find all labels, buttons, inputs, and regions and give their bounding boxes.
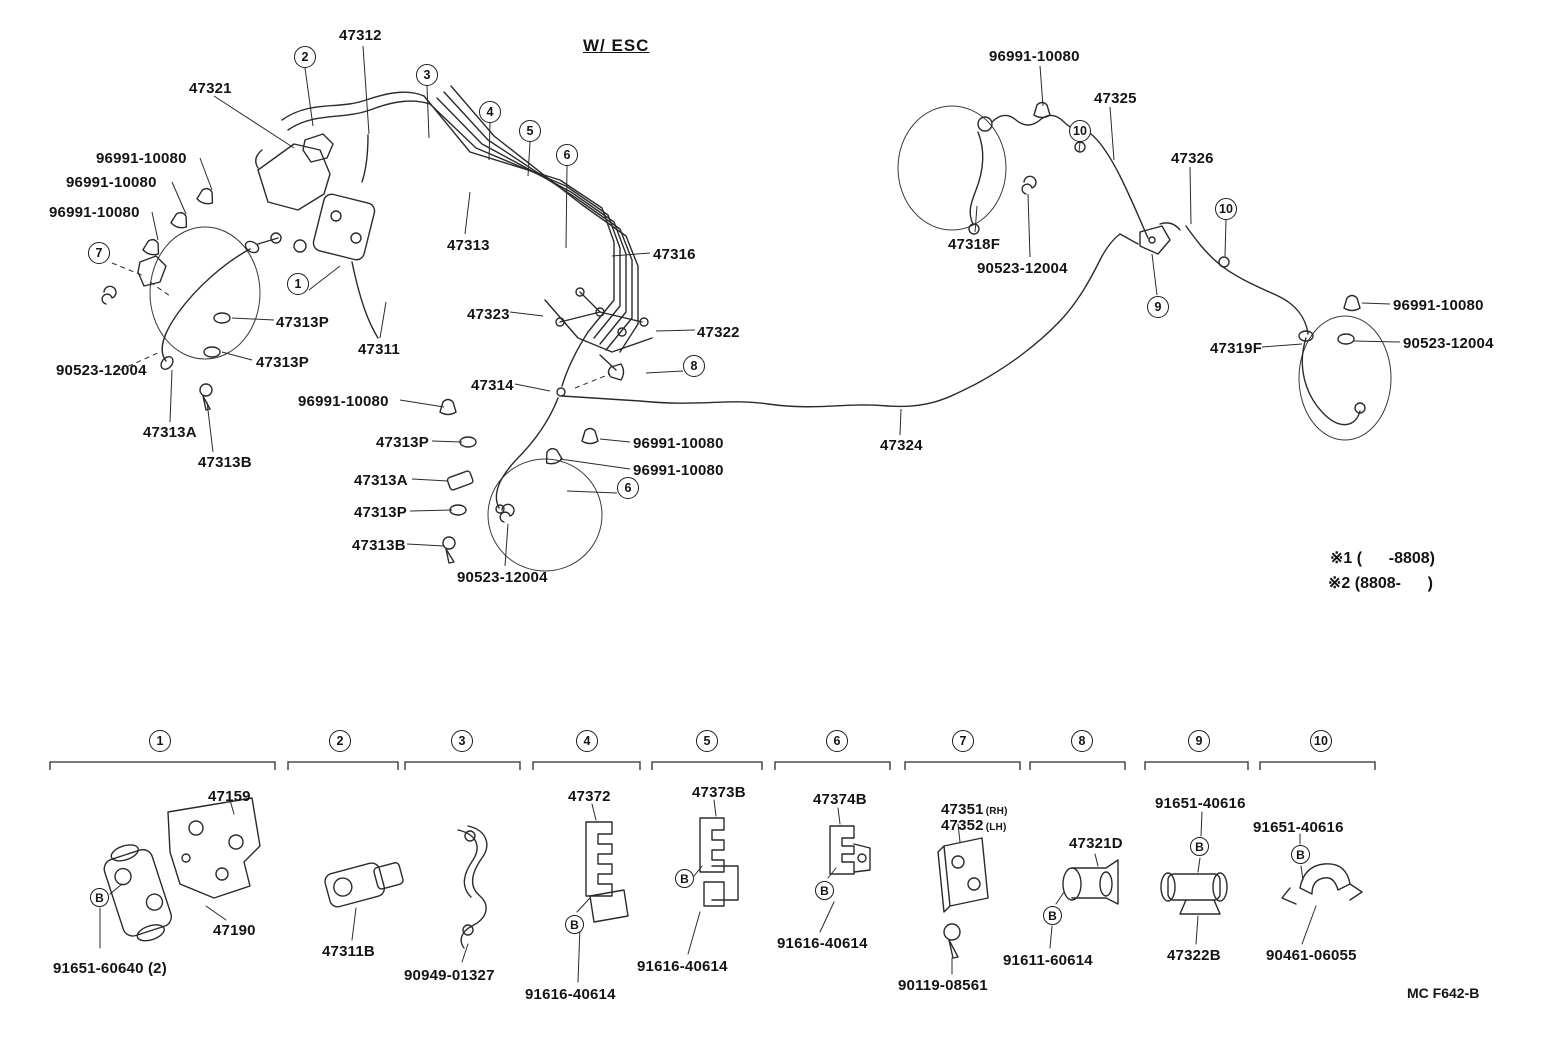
callout-6-top: 6 [556,144,578,166]
label-96991-10080-6: 96991-10080 [633,462,724,479]
label-47351: 47351(RH) [941,801,1008,818]
b-marker-g10: B [1291,845,1310,864]
magnifier-ellipses [149,105,1392,572]
legend-header-4: 4 [576,730,598,752]
label-47324: 47324 [880,437,923,454]
label-47321D: 47321D [1069,835,1123,852]
label-91616-40614-g6: 91616-40614 [777,935,868,952]
label-96991-10080-2: 96991-10080 [66,174,157,191]
label-47352: 47352(LH) [941,817,1007,834]
note-1: ※1 ( -8808) [1330,550,1435,567]
callout-10-left: 10 [1069,120,1091,142]
callout-9: 9 [1147,296,1169,318]
callout-6-bottom: 6 [617,477,639,499]
label-96991-10080-5: 96991-10080 [633,435,724,452]
label-90523-12004-3: 90523-12004 [977,260,1068,277]
label-96991-10080-3: 96991-10080 [49,204,140,221]
b-marker-g1: B [90,888,109,907]
label-47311B: 47311B [322,943,375,960]
legend-header-2: 2 [329,730,351,752]
label-90523-12004-4: 90523-12004 [1403,335,1494,352]
label-47313: 47313 [447,237,490,254]
label-47313P-2: 47313P [256,354,309,371]
label-47313P-3: 47313P [376,434,429,451]
callout-5: 5 [519,120,541,142]
b-marker-g9: B [1190,837,1209,856]
label-47314: 47314 [471,377,514,394]
label-47351-suffix: (RH) [985,806,1008,817]
label-47319F: 47319F [1210,340,1263,357]
callout-3: 3 [416,64,438,86]
label-47313A-2: 47313A [354,472,408,489]
brake-lines [101,85,1366,564]
label-47351-number: 47351 [941,801,984,818]
label-91651-60640: 91651-60640 (2) [53,960,167,977]
label-91651-40616-g10: 91651-40616 [1253,819,1344,836]
b-marker-g8: B [1043,906,1062,925]
leader-lines [111,45,1401,567]
legend-header-1: 1 [149,730,171,752]
label-47326: 47326 [1171,150,1214,167]
b-marker-g5: B [675,869,694,888]
legend-header-7: 7 [952,730,974,752]
diagram-title: W/ ESC [583,36,650,55]
label-96991-10080-7: 96991-10080 [989,48,1080,65]
label-47190: 47190 [213,922,256,939]
label-96991-10080-1: 96991-10080 [96,150,187,167]
label-47312: 47312 [339,27,382,44]
note-2: ※2 (8808- ) [1328,575,1433,592]
label-47313A-1: 47313A [143,424,197,441]
label-91616-40614-g5: 91616-40614 [637,958,728,975]
legend-header-10: 10 [1310,730,1332,752]
label-47311: 47311 [358,341,400,358]
label-47352-suffix: (LH) [985,822,1007,833]
label-90949-01327: 90949-01327 [404,967,495,984]
label-90119-08561: 90119-08561 [898,977,988,994]
callout-8: 8 [683,355,705,377]
label-90523-12004-2: 90523-12004 [457,569,548,586]
legend-header-5: 5 [696,730,718,752]
legend-icons [99,797,1363,983]
label-91616-40614-g4: 91616-40614 [525,986,616,1003]
callout-10-right: 10 [1215,198,1237,220]
label-47318F: 47318F [948,236,1001,253]
label-90523-12004-1: 90523-12004 [56,362,147,379]
b-marker-g6: B [815,881,834,900]
label-47352-number: 47352 [941,817,984,834]
legend-header-6: 6 [826,730,848,752]
label-47325: 47325 [1094,90,1137,107]
legend-header-3: 3 [451,730,473,752]
label-47374B: 47374B [813,791,867,808]
label-47372: 47372 [568,788,611,805]
legend-header-9: 9 [1188,730,1210,752]
label-47373B: 47373B [692,784,746,801]
label-47322B: 47322B [1167,947,1221,964]
label-47321: 47321 [189,80,232,97]
callout-4: 4 [479,101,501,123]
label-47313B-2: 47313B [352,537,406,554]
b-marker-g4: B [565,915,584,934]
figure-code: MC F642-B [1407,985,1480,1001]
label-47313P-4: 47313P [354,504,407,521]
legend-brackets [49,761,1376,770]
label-47313B-1: 47313B [198,454,252,471]
label-47159: 47159 [208,788,251,805]
legend-header-8: 8 [1071,730,1093,752]
label-47323: 47323 [467,306,510,323]
label-96991-10080-4: 96991-10080 [298,393,389,410]
label-90461-06055: 90461-06055 [1266,947,1357,964]
label-91611-60614: 91611-60614 [1003,952,1093,969]
label-91651-40616-g9: 91651-40616 [1155,795,1246,812]
callout-1: 1 [287,273,309,295]
callout-7: 7 [88,242,110,264]
label-96991-10080-8: 96991-10080 [1393,297,1484,314]
callout-2: 2 [294,46,316,68]
label-47316: 47316 [653,246,696,263]
label-47313P-1: 47313P [276,314,329,331]
label-47322: 47322 [697,324,740,341]
